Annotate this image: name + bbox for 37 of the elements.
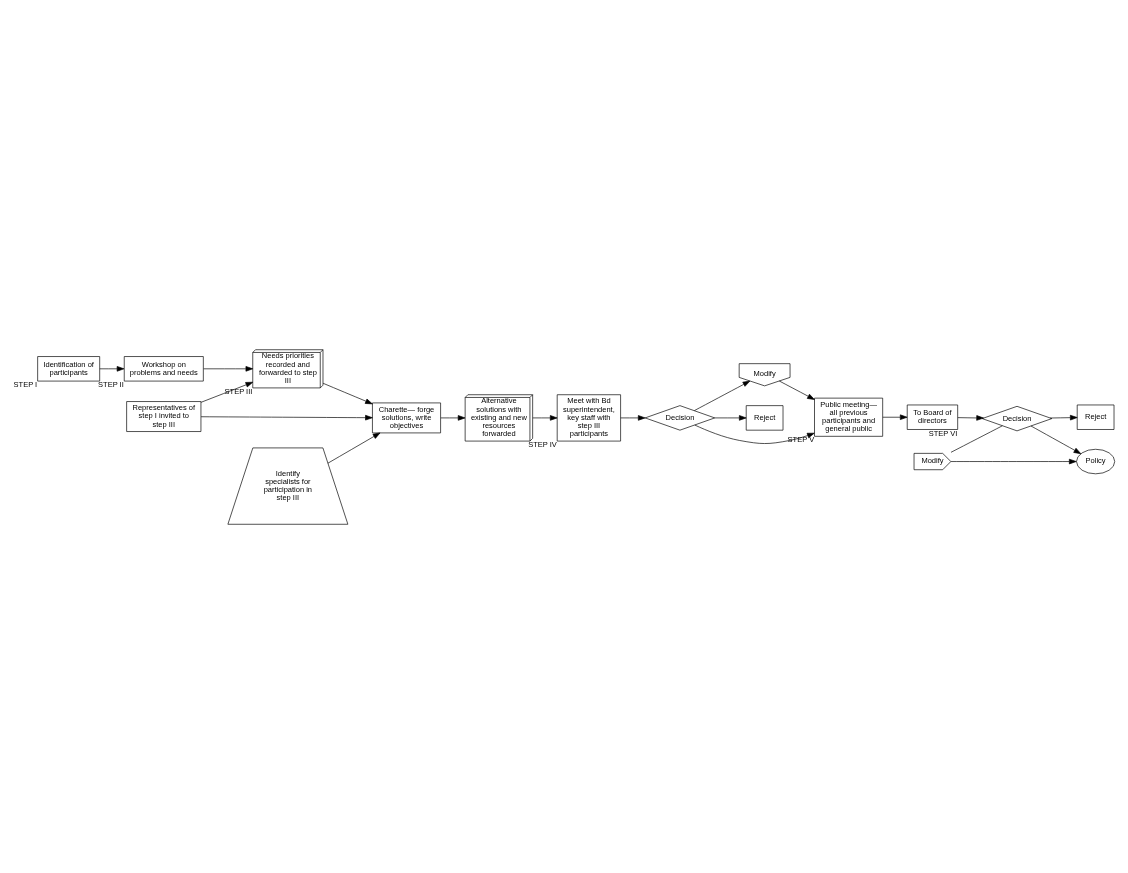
connector (950, 424, 1003, 453)
arrow (203, 365, 254, 372)
arrow (714, 414, 747, 421)
node-box: Reject (745, 404, 784, 430)
node-box: Public meeting— all previous participants and general public (814, 397, 883, 437)
arrow (950, 458, 1077, 464)
node-label: STEP IV (528, 439, 557, 449)
node-box: Representatives of step I invited to step III (126, 400, 202, 432)
node-diamond: Decision (644, 404, 716, 430)
node-box: Meet with Bd superintendent, key staff with step III participants (556, 393, 621, 441)
node-box: Charette— forge solutions, write objectives (372, 402, 441, 433)
node-ellipse: Policy (1076, 448, 1116, 474)
node-box: Workshop on problems and needs (123, 355, 204, 381)
node-label: STEP II (98, 379, 124, 389)
node-diamond: Decision (981, 405, 1053, 431)
node-box: To Board of directors (906, 404, 958, 430)
arrow (327, 432, 381, 464)
arrow (200, 414, 373, 420)
arrow (200, 381, 254, 403)
arrow (620, 414, 646, 421)
arrow (532, 414, 558, 421)
arrow (1049, 414, 1078, 420)
arrow (694, 380, 751, 411)
node-label: STEP III (224, 386, 253, 396)
node-label: STEP I (13, 379, 38, 389)
arrow (778, 380, 815, 400)
arrow (957, 414, 984, 421)
arrow (440, 414, 466, 421)
node-box: Identification of participants (37, 355, 101, 381)
arrow (99, 365, 125, 372)
node-label: STEP V (787, 434, 815, 444)
arrow (694, 424, 815, 444)
node-label: STEP VI (928, 428, 958, 437)
arrow (882, 414, 908, 420)
arrow (322, 382, 373, 404)
node-box: Reject (1076, 404, 1115, 430)
arrow (1030, 425, 1082, 454)
